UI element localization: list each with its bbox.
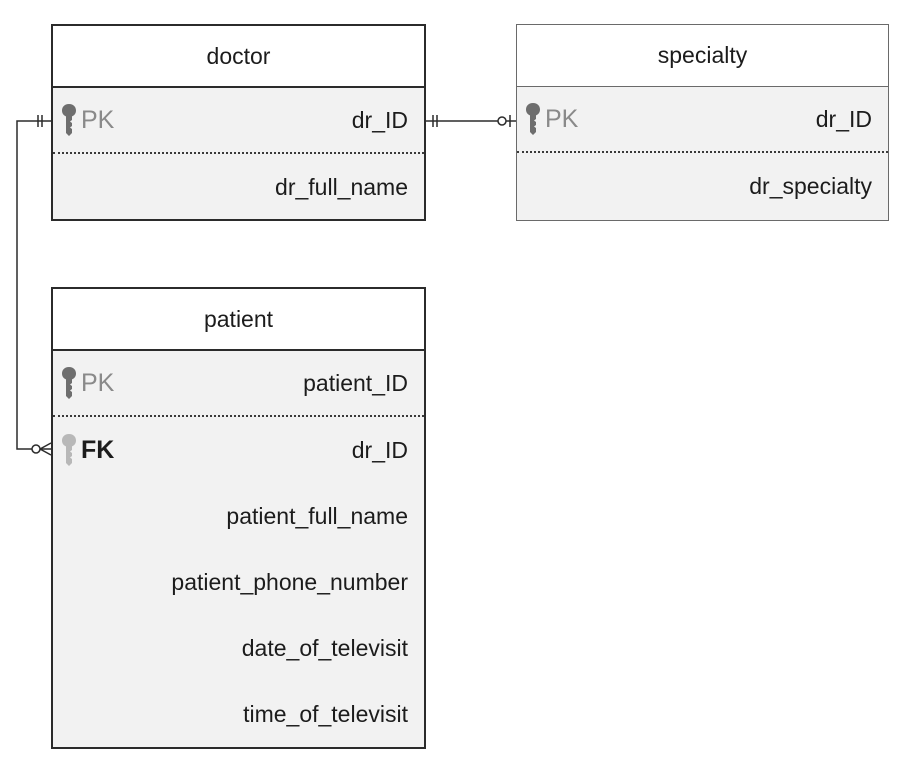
entity-doctor[interactable]: doctor PK dr_ID dr_full_name xyxy=(51,24,426,221)
fk-key-text: FK xyxy=(81,435,115,464)
pk-label: PK xyxy=(525,87,578,151)
entity-title: specialty xyxy=(517,25,888,87)
field-row: date_of_televisit xyxy=(241,634,408,661)
pk-key-text: PK xyxy=(545,104,579,133)
key-icon xyxy=(61,366,77,400)
fk-row: FK dr_ID xyxy=(53,417,424,483)
pk-key-text: PK xyxy=(81,105,115,134)
cardinality-mark-zero xyxy=(31,444,41,454)
cardinality-crowfoot xyxy=(39,448,52,456)
entity-title: doctor xyxy=(53,26,424,88)
entity-specialty[interactable]: specialty PK dr_ID dr_specialty xyxy=(516,24,889,221)
pk-row: PK dr_ID xyxy=(517,87,888,153)
connector-line-doctor-patient xyxy=(16,120,51,450)
key-icon xyxy=(525,102,541,136)
entity-title: patient xyxy=(53,289,424,351)
entity-patient[interactable]: patient PK patient_ID FK xyxy=(51,287,426,749)
pk-field-name: dr_ID xyxy=(815,105,872,132)
fk-field-name: dr_ID xyxy=(351,436,408,463)
field-row: patient_phone_number xyxy=(171,568,408,595)
pk-label: PK xyxy=(61,88,114,152)
pk-row: PK patient_ID xyxy=(53,351,424,417)
field-row: time_of_televisit xyxy=(243,700,408,727)
pk-row: PK dr_ID xyxy=(53,88,424,154)
relationship-doctor-specialty xyxy=(425,115,516,127)
relationship-doctor-patient xyxy=(16,115,52,456)
field-row: patient_full_name xyxy=(226,502,408,529)
field-row: dr_full_name xyxy=(275,173,408,200)
fk-label: FK xyxy=(61,417,114,483)
key-icon xyxy=(61,103,77,137)
key-icon xyxy=(61,433,77,467)
cardinality-mark-zero xyxy=(497,116,507,126)
field-row: dr_specialty xyxy=(749,172,872,199)
cardinality-crowfoot xyxy=(39,442,52,450)
pk-key-text: PK xyxy=(81,368,115,397)
pk-field-name: dr_ID xyxy=(351,106,408,133)
pk-label: PK xyxy=(61,351,114,415)
pk-field-name: patient_ID xyxy=(303,369,408,396)
